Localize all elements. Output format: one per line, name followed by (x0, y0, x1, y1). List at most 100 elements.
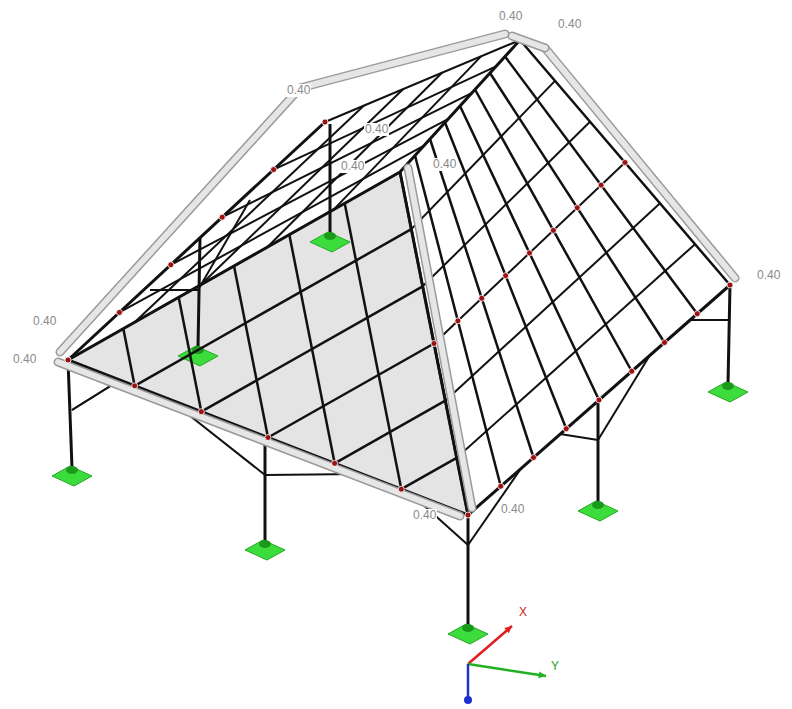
column (198, 238, 200, 348)
axis-triad (464, 626, 546, 704)
column (264, 438, 267, 542)
axis-label: Y (550, 660, 560, 673)
roof-member (68, 172, 400, 360)
support-plate (448, 624, 488, 644)
roof-member (475, 90, 632, 372)
hinge-dot (574, 205, 580, 211)
dimension-label: 0.40 (12, 353, 37, 366)
support-plate (578, 501, 618, 521)
roof-member (201, 286, 422, 411)
support-plate (708, 382, 748, 402)
hinge-dot (265, 435, 271, 441)
roof-member (68, 122, 325, 360)
roof-member (400, 172, 468, 515)
hinge-dot (531, 455, 537, 461)
column (597, 400, 600, 503)
hinge-dot (198, 409, 204, 415)
support-hinge (259, 540, 271, 548)
roof-member (135, 229, 412, 386)
hinge-dot (431, 341, 437, 347)
axis-arrowhead (538, 671, 546, 678)
dimension-label: 0.40 (340, 160, 365, 173)
rail-outline (545, 48, 735, 278)
dimension-label: 0.40 (498, 10, 523, 23)
hinge-dot (563, 426, 569, 432)
dimension-label: 0.40 (756, 269, 781, 282)
hinge-dot (65, 357, 71, 363)
hinge-dot (498, 483, 504, 489)
hinge-dot (332, 460, 338, 466)
roof-member (234, 266, 268, 438)
rail-outline (300, 34, 505, 88)
hinge-dot (596, 397, 602, 403)
roof-member (430, 139, 534, 458)
hinge-dot (398, 486, 404, 492)
rail-outline (512, 36, 545, 48)
rail (545, 48, 735, 278)
hinge-dot (622, 160, 628, 166)
rail (512, 36, 545, 48)
hinge-dot (168, 262, 174, 268)
rail (60, 88, 300, 352)
supports (52, 232, 748, 644)
support-hinge (462, 624, 474, 632)
knee-brace (598, 355, 650, 440)
rail-outline (408, 168, 472, 508)
rail-outline (58, 362, 460, 516)
roof-member (268, 344, 434, 438)
hinge-dot (694, 311, 700, 317)
roof-member (434, 163, 625, 344)
dimension-label: 0.40 (286, 84, 311, 97)
hinge-dot (662, 340, 668, 346)
hinge-dot (598, 182, 604, 188)
roof-member (411, 81, 555, 229)
roof-member (505, 57, 697, 314)
roof-member (460, 106, 599, 400)
rail (58, 362, 460, 516)
axis-line (467, 664, 470, 698)
roof-member (423, 122, 590, 287)
hinge-dot (503, 273, 509, 279)
rail (300, 34, 505, 88)
roof-member (119, 146, 424, 313)
roof-member (445, 123, 566, 429)
hinge-dot (455, 318, 461, 324)
dimension-label: 0.40 (500, 503, 525, 516)
roof-face (68, 172, 468, 515)
roof-member (171, 119, 448, 265)
hinge-dot (550, 227, 556, 233)
axis-arrowhead (504, 626, 512, 633)
hinge-dot (271, 167, 277, 173)
hinge-dot (322, 119, 328, 125)
hinge-dot (727, 282, 733, 288)
support-hinge (66, 466, 78, 474)
support-plate (52, 466, 92, 486)
columns (68, 124, 730, 625)
support-plate (310, 232, 350, 252)
dimension-label: 0.40 (32, 315, 57, 328)
hinge-dot (116, 309, 122, 315)
dimension-label: 0.40 (557, 18, 582, 31)
roof-members (58, 34, 735, 518)
column (728, 285, 730, 384)
dimension-label: 0.40 (412, 509, 437, 522)
support-hinge (324, 232, 336, 240)
roof-member (457, 244, 695, 458)
knee-brace (690, 319, 728, 321)
support-hinge (722, 382, 734, 390)
column (329, 124, 332, 234)
rail (408, 168, 472, 508)
hinge-dot (479, 295, 485, 301)
roof-member (468, 285, 730, 515)
dimension-label: 0.40 (432, 158, 457, 171)
rail-outline (60, 88, 300, 352)
column (467, 515, 470, 625)
roof-member (222, 93, 472, 217)
hinge-dot (629, 368, 635, 374)
roof-member (123, 329, 134, 386)
dimension-label: 0.40 (364, 123, 389, 136)
axis-line (468, 626, 512, 664)
knee-brace (560, 434, 598, 440)
